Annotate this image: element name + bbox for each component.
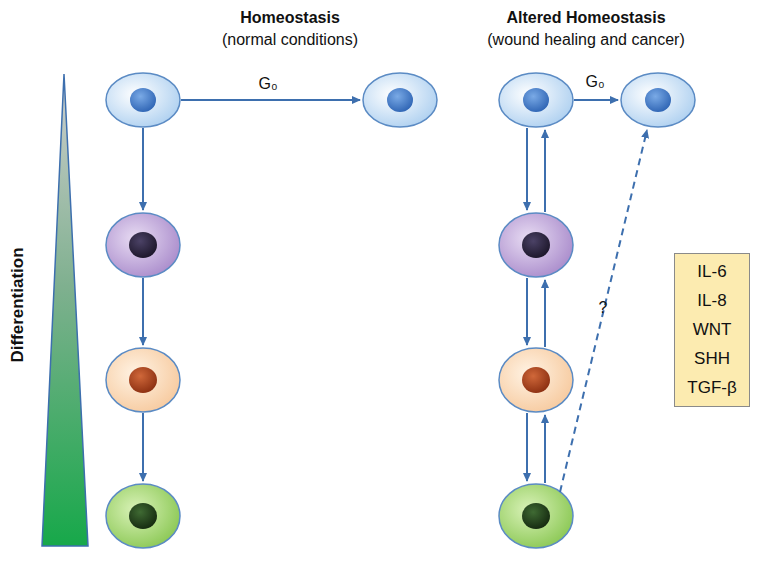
factor-name: IL-6 [697,262,726,282]
axis-label: Differentiation [8,247,28,362]
annotation: G₀ [258,75,277,93]
column-heading: (wound healing and cancer) [487,31,684,49]
column-heading: Altered Homeostasis [506,9,665,27]
factor-name: WNT [693,320,732,340]
factor-box: IL-6IL-8WNT SHH TGF-β [674,253,750,407]
factor-name: SHH [694,349,730,369]
column-heading: Homeostasis [240,9,340,27]
factor-name: TGF-β [687,378,736,398]
column-heading: (normal conditions) [222,31,358,49]
factor-name: IL-8 [697,291,726,311]
annotation: ? [599,299,608,317]
annotation: G₀ [585,73,604,91]
